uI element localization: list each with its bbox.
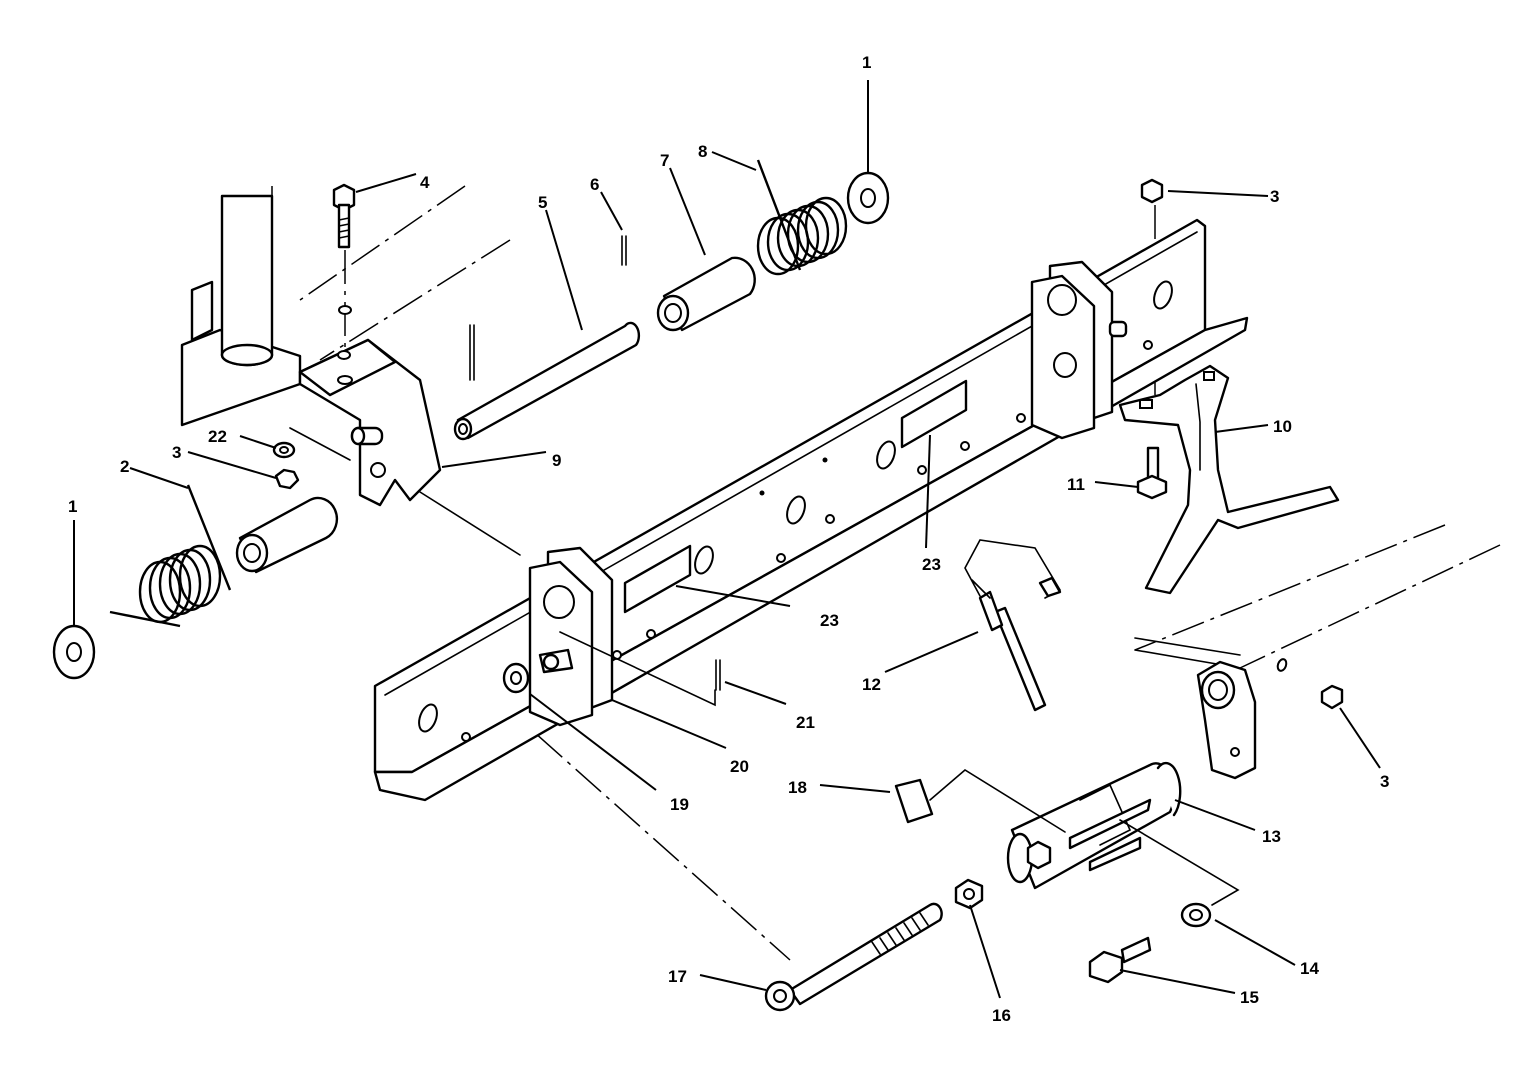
bushing-18: [894, 778, 934, 824]
callout-7: 7: [660, 151, 669, 170]
hitch-pin-12: [964, 539, 1062, 712]
upper-mount-assembly: [180, 194, 442, 507]
callout-3-left: 3: [172, 443, 181, 462]
cotter-pins: [469, 235, 721, 691]
callout-6: 6: [590, 175, 599, 194]
nut-3-top: [1140, 178, 1164, 204]
callout-10: 10: [1273, 417, 1292, 436]
washer-upper: [846, 171, 890, 225]
callout-8: 8: [698, 142, 707, 161]
callout-4: 4: [420, 173, 430, 192]
callout-9: 9: [552, 451, 561, 470]
callout-3-top: 3: [1270, 187, 1279, 206]
callout-labels: 1 1 2 3 3 3 4 5 6 7 8 9 10 11 12 13 14 1…: [68, 53, 1389, 1025]
washer-19: [502, 662, 530, 694]
callout-23-right: 23: [922, 555, 941, 574]
callout-3-right: 3: [1380, 772, 1389, 791]
callout-5: 5: [538, 193, 547, 212]
callout-23-left: 23: [820, 611, 839, 630]
callout-21: 21: [796, 713, 815, 732]
bolt-11: [1136, 446, 1168, 500]
callout-19: 19: [670, 795, 689, 814]
pivot-rod: [453, 321, 641, 441]
nut-3-left: [274, 468, 300, 490]
rod-end-17: [764, 902, 943, 1012]
bolt-15: [1088, 936, 1152, 984]
callout-14: 14: [1300, 959, 1319, 978]
callout-15: 15: [1240, 988, 1259, 1007]
assembly-centerlines: [221, 185, 1501, 961]
callout-16: 16: [992, 1006, 1011, 1025]
right-arm: [1134, 637, 1288, 780]
callout-22: 22: [208, 427, 227, 446]
spacer-14: [1180, 902, 1212, 928]
callout-1-lower: 1: [68, 497, 77, 516]
spring-upper: [756, 159, 848, 276]
callout-20: 20: [730, 757, 749, 776]
callout-11: 11: [1067, 475, 1085, 494]
pedal-10: [1118, 364, 1340, 595]
bushing-lower: [235, 496, 339, 574]
bushing-upper: [656, 256, 756, 332]
washer-22: [272, 441, 296, 459]
callout-1-upper: 1: [862, 53, 871, 72]
callout-17: 17: [668, 967, 687, 986]
callout-12: 12: [862, 675, 881, 694]
nut-3-right: [1320, 684, 1344, 710]
clevis-13: [1006, 761, 1182, 890]
assembly-guide-lines: [419, 491, 1240, 906]
nut-16: [954, 878, 984, 910]
callout-2: 2: [120, 457, 129, 476]
spring-lower: [109, 484, 232, 628]
bolt-4: [332, 183, 356, 249]
hinge-bracket-right: [1030, 260, 1128, 440]
hinge-bracket-left: [528, 546, 614, 727]
callout-13: 13: [1262, 827, 1281, 846]
washer-lower: [52, 624, 96, 680]
callout-18: 18: [788, 778, 807, 797]
leader-lines: [73, 80, 1381, 999]
